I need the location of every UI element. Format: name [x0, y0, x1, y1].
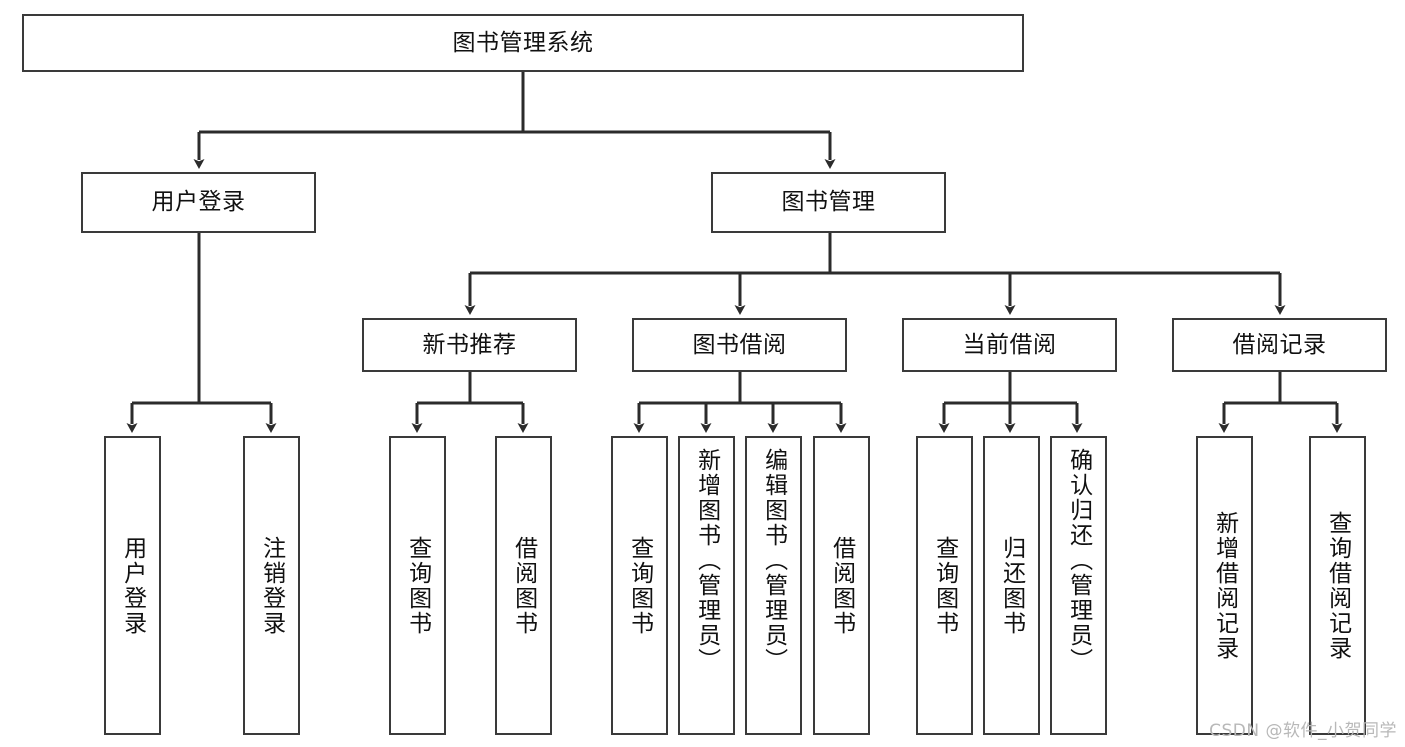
node-user-login-label: 用户登录 [151, 189, 246, 216]
leaf-borrow-edit-book-admin-label: 编辑图书（管理员） [760, 448, 787, 673]
node-current-borrow-label: 当前借阅 [962, 331, 1057, 358]
node-root-label: 图书管理系统 [452, 29, 594, 56]
leaf-borrow-edit-book-admin[interactable]: 编辑图书（管理员） [745, 436, 802, 735]
leaf-recommend-query-book-label: 查询图书 [404, 535, 431, 636]
leaf-borrow-query-book-label: 查询图书 [626, 535, 653, 636]
node-current-borrow[interactable]: 当前借阅 [902, 318, 1117, 372]
node-borrow-record[interactable]: 借阅记录 [1172, 318, 1387, 372]
node-book-management-label: 图书管理 [781, 189, 876, 216]
leaf-current-return-book[interactable]: 归还图书 [983, 436, 1040, 735]
node-book-borrow[interactable]: 图书借阅 [632, 318, 847, 372]
leaf-borrow-borrow-book[interactable]: 借阅图书 [813, 436, 870, 735]
node-new-book-recommend[interactable]: 新书推荐 [362, 318, 577, 372]
leaf-current-query-book-label: 查询图书 [931, 535, 958, 636]
leaf-current-confirm-return-admin-label: 确认归还（管理员） [1065, 448, 1092, 673]
node-new-book-recommend-label: 新书推荐 [422, 331, 517, 358]
leaf-recommend-query-book[interactable]: 查询图书 [389, 436, 446, 735]
leaf-user-login-signin-label: 用户登录 [119, 535, 146, 636]
leaf-borrow-query-book[interactable]: 查询图书 [611, 436, 668, 735]
node-root[interactable]: 图书管理系统 [22, 14, 1024, 72]
node-user-login[interactable]: 用户登录 [81, 172, 316, 233]
watermark: CSDN @软件_小贺同学 [1209, 721, 1397, 741]
leaf-user-login-signout[interactable]: 注销登录 [243, 436, 300, 735]
leaf-record-query-record[interactable]: 查询借阅记录 [1309, 436, 1366, 735]
leaf-current-confirm-return-admin[interactable]: 确认归还（管理员） [1050, 436, 1107, 735]
leaf-current-return-book-label: 归还图书 [998, 535, 1025, 636]
leaf-borrow-add-book-admin[interactable]: 新增图书（管理员） [678, 436, 735, 735]
leaf-borrow-borrow-book-label: 借阅图书 [828, 535, 855, 636]
node-borrow-record-label: 借阅记录 [1232, 331, 1327, 358]
leaf-current-query-book[interactable]: 查询图书 [916, 436, 973, 735]
node-book-borrow-label: 图书借阅 [692, 331, 787, 358]
leaf-borrow-add-book-admin-label: 新增图书（管理员） [693, 448, 720, 673]
leaf-user-login-signout-label: 注销登录 [258, 535, 285, 636]
leaf-record-query-record-label: 查询借阅记录 [1324, 510, 1351, 661]
leaf-recommend-borrow-book-label: 借阅图书 [510, 535, 537, 636]
leaf-record-add-record[interactable]: 新增借阅记录 [1196, 436, 1253, 735]
node-book-management[interactable]: 图书管理 [711, 172, 946, 233]
leaf-record-add-record-label: 新增借阅记录 [1211, 510, 1238, 661]
leaf-recommend-borrow-book[interactable]: 借阅图书 [495, 436, 552, 735]
leaf-user-login-signin[interactable]: 用户登录 [104, 436, 161, 735]
